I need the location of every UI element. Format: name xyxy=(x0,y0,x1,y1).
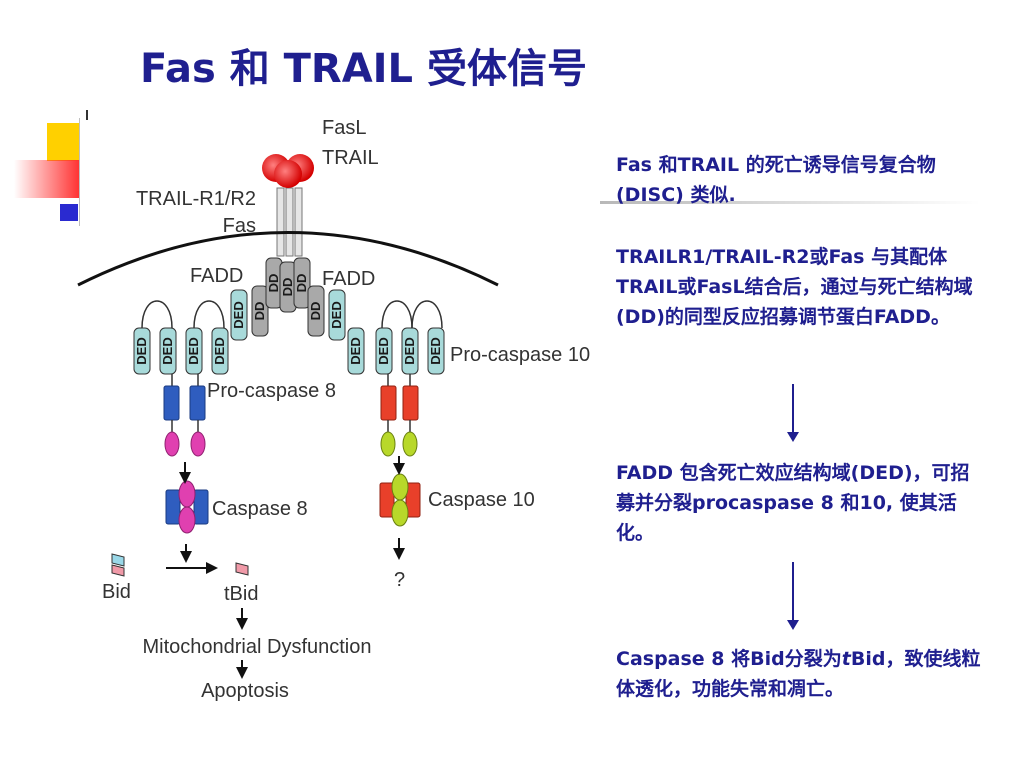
ded-domain xyxy=(133,327,151,375)
decor-tick xyxy=(86,110,88,120)
note-disc: Fas 和TRAIL 的死亡诱导信号复合物 (DISC) 类似. xyxy=(616,154,936,206)
active-caspase-8 xyxy=(165,480,209,534)
decor-horizontal-line xyxy=(600,201,980,204)
fasl-label: FasL xyxy=(322,117,366,139)
ded-loop xyxy=(381,300,413,329)
bid-protein xyxy=(111,553,125,577)
dd-label: DD xyxy=(266,274,281,293)
mitochondrial-dysfunction-label: Mitochondrial Dysfunction xyxy=(143,636,372,658)
ded-label: DED xyxy=(329,301,344,328)
ded-label: DED xyxy=(402,337,417,364)
fadd-ded-left xyxy=(230,289,248,341)
ded-label: DED xyxy=(376,337,391,364)
pathway-arrows xyxy=(166,456,405,679)
apoptosis-label: Apoptosis xyxy=(201,680,289,702)
fadd-left-label: FADD xyxy=(190,265,243,287)
ded-label: DED xyxy=(212,337,227,364)
receptor-complex xyxy=(262,154,314,257)
dd-label: DD xyxy=(252,302,267,321)
fadd-ded-domains: DED DED xyxy=(230,289,346,341)
dd-label: DD xyxy=(308,302,323,321)
ded-label: DED xyxy=(428,337,443,364)
caspase-10-large-subunit xyxy=(380,385,397,421)
pro-caspase-8-deds: DED DED DED DED xyxy=(133,300,229,375)
caspase-8-large-subunit xyxy=(189,385,206,421)
note-caspase8-italic: t xyxy=(841,648,851,670)
note-caspase8-text-start: Caspase 8 将Bid分裂为 xyxy=(616,648,842,670)
caspase-10-label: Caspase 10 xyxy=(428,489,535,511)
tbid-label: tBid xyxy=(224,583,258,605)
ded-loop xyxy=(193,300,225,329)
down-arrow xyxy=(787,384,799,442)
slide-title: Fas 和 TRAIL 受体信号 xyxy=(140,46,587,92)
ded-domain xyxy=(375,327,393,375)
caspase-10-small-subunit xyxy=(380,431,396,457)
receptor-stalk xyxy=(285,187,294,257)
ded-loop xyxy=(141,300,173,329)
decor-blue-square xyxy=(60,204,78,221)
caspase-10-large-subunit xyxy=(402,385,419,421)
trail-label: TRAIL xyxy=(322,147,379,169)
active-caspase-10 xyxy=(379,473,421,527)
cell-membrane xyxy=(77,231,499,287)
dd-domain-cluster: DD DD DD DD DD xyxy=(251,257,325,337)
ded-domain xyxy=(185,327,203,375)
receptor-stalk xyxy=(276,187,285,257)
note-receptor-binding: TRAILR1/TRAIL-R2或Fas 与其配体 TRAIL或FasL结合后，… xyxy=(616,246,973,328)
receptor-stalk xyxy=(294,187,303,257)
ded-loop xyxy=(411,300,443,329)
dd-label: DD xyxy=(280,278,295,297)
pro-caspase-10-deds: DED DED DED DED xyxy=(347,300,445,375)
ded-label: DED xyxy=(348,337,363,364)
receptor-fas-label: Fas xyxy=(223,215,256,237)
bid-label: Bid xyxy=(102,581,131,603)
decor-vertical-line xyxy=(79,118,80,226)
pro-caspase-10-label: Pro-caspase 10 xyxy=(450,344,590,366)
pro-caspase-10-body xyxy=(380,374,419,457)
ded-domain xyxy=(347,327,365,375)
fadd-right-label: FADD xyxy=(322,268,375,290)
ded-label: DED xyxy=(160,337,175,364)
pro-caspase-8-body xyxy=(163,374,206,457)
caspase-8-label: Caspase 8 xyxy=(212,498,308,520)
dd-domain xyxy=(251,285,269,337)
note-fadd-ded: FADD 包含死亡效应结构域(DED)，可招募并分裂procaspase 8 和… xyxy=(616,462,970,544)
note-caspase8-text-end: Bid，致使线粒体透化，功能失常和凋亡。 xyxy=(616,648,981,700)
pro-caspase-8-label: Pro-caspase 8 xyxy=(207,380,336,402)
ded-label: DED xyxy=(134,337,149,364)
question-mark: ? xyxy=(394,569,405,591)
fadd-ded-right xyxy=(328,289,346,341)
tbid-protein xyxy=(235,562,249,576)
receptor-label: TRAIL-R1/R2 xyxy=(136,188,256,210)
ded-domain xyxy=(159,327,177,375)
note-caspase8-bid: Caspase 8 将Bid分裂为tBid，致使线粒体透化，功能失常和凋亡。 xyxy=(616,644,988,704)
ded-label: DED xyxy=(186,337,201,364)
caspase-8-small-subunit xyxy=(164,431,180,457)
ded-domain xyxy=(427,327,445,375)
ded-label: DED xyxy=(231,301,246,328)
ligand-circle xyxy=(274,160,302,188)
decor-red-gradient-bar xyxy=(14,160,80,198)
caspase-8-large-subunit xyxy=(163,385,180,421)
decor-yellow-square xyxy=(47,123,79,161)
caspase-10-small-subunit xyxy=(402,431,418,457)
ded-domain xyxy=(211,327,229,375)
dd-domain xyxy=(293,257,311,309)
dd-label: DD xyxy=(294,274,309,293)
dd-domain xyxy=(307,285,325,337)
down-arrow xyxy=(787,562,799,630)
caspase-8-small-subunit xyxy=(190,431,206,457)
